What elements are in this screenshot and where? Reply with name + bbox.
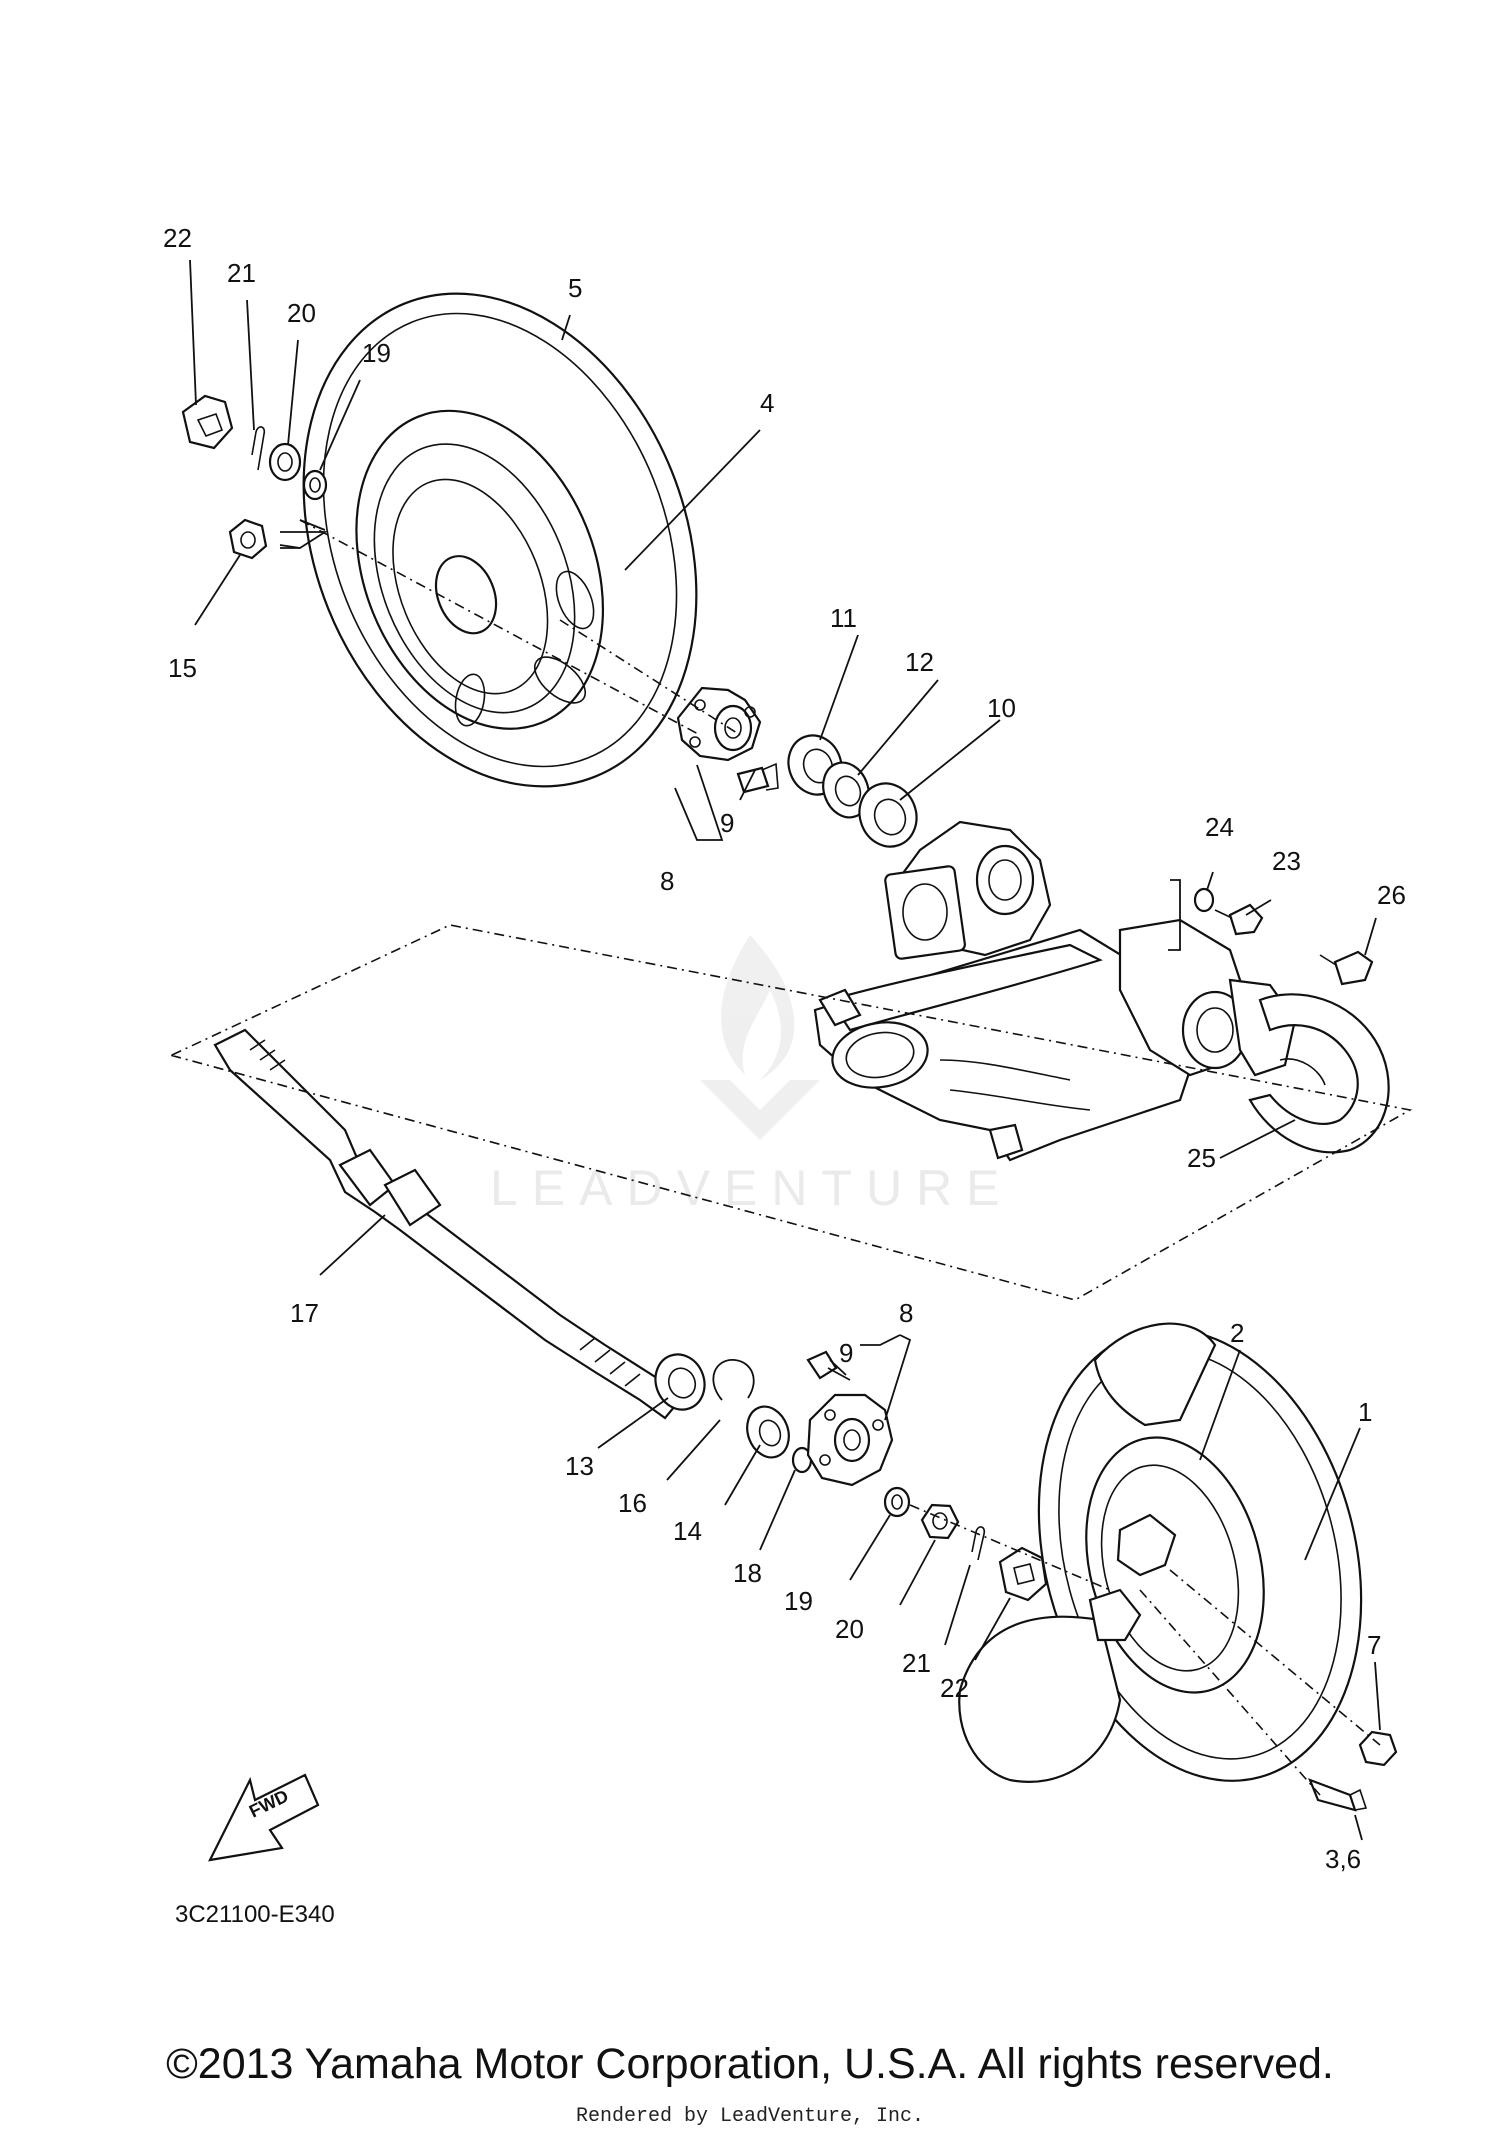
callout-24: 24	[1205, 812, 1234, 842]
seal-14[interactable]	[740, 1401, 795, 1464]
callout-10: 10	[987, 693, 1016, 723]
cotter-pin-21-top[interactable]	[251, 426, 266, 471]
callout-16: 16	[618, 1488, 647, 1518]
copyright-notice: ©2013 Yamaha Motor Corporation, U.S.A. A…	[166, 2040, 1334, 2088]
callout-12: 12	[905, 647, 934, 677]
callout-13: 13	[565, 1451, 594, 1481]
callout-numbers: 22 21 20 19 5 4 15 11 12 10 9 8 24 23 26…	[163, 223, 1406, 1874]
fwd-arrow-icon: FWD	[208, 1773, 320, 1862]
washer-24[interactable]	[1193, 887, 1215, 913]
nut-20-bottom[interactable]	[920, 1503, 960, 1540]
rear-wheel-right[interactable]	[958, 1293, 1409, 1818]
bolt-9-top[interactable]	[736, 762, 779, 794]
bolt-26[interactable]	[1319, 950, 1374, 986]
cotter-pin-21-bottom[interactable]	[971, 1526, 986, 1561]
nut-15[interactable]	[228, 518, 268, 560]
callout-9-top: 9	[720, 808, 734, 838]
callout-2: 2	[1230, 1318, 1244, 1348]
callout-22-top: 22	[163, 223, 192, 253]
callout-17: 17	[290, 1298, 319, 1328]
cap-22-bottom[interactable]	[998, 1546, 1048, 1602]
callout-4: 4	[760, 388, 774, 418]
callout-20-bottom: 20	[835, 1614, 864, 1644]
callout-11: 11	[830, 603, 857, 633]
callout-18: 18	[733, 1558, 762, 1588]
callout-19-top: 19	[362, 338, 391, 368]
hub-8-top[interactable]	[676, 686, 762, 762]
callout-5: 5	[568, 273, 582, 303]
cap-22-top[interactable]	[181, 394, 234, 450]
washer-19-top[interactable]	[302, 469, 328, 501]
callout-9-bottom: 9	[839, 1338, 853, 1368]
hub-8-bottom[interactable]	[806, 1393, 894, 1487]
callout-15: 15	[168, 653, 197, 683]
callout-1: 1	[1358, 1397, 1372, 1427]
callout-21-bottom: 21	[902, 1648, 931, 1678]
callout-19-bottom: 19	[784, 1586, 813, 1616]
callout-22-bottom: 22	[940, 1673, 969, 1703]
callout-8-top: 8	[660, 866, 674, 896]
nut-20-top[interactable]	[268, 442, 302, 482]
rendered-by-notice: Rendered by LeadVenture, Inc.	[575, 2105, 925, 2128]
rear-axle-housing	[813, 820, 1297, 1162]
callout-14: 14	[673, 1516, 702, 1546]
washer-19-bottom[interactable]	[883, 1486, 911, 1518]
callout-26: 26	[1377, 880, 1406, 910]
callout-21-top: 21	[227, 258, 256, 288]
watermark-text: LEADVENTURE	[490, 1160, 1014, 1216]
leader-lines	[189, 259, 1381, 1841]
callout-7: 7	[1367, 1630, 1381, 1660]
shield-25[interactable]	[1248, 993, 1390, 1154]
rear-axle-shaft-17[interactable]	[213, 1028, 682, 1420]
bolt-23[interactable]	[1214, 903, 1264, 936]
callout-23: 23	[1272, 846, 1301, 876]
bearing-13[interactable]	[648, 1347, 712, 1416]
callout-20-top: 20	[287, 298, 316, 328]
nut-7[interactable]	[1358, 1730, 1398, 1767]
callout-8-bottom: 8	[899, 1298, 913, 1328]
bearing-12[interactable]	[816, 756, 876, 824]
watermark: LEADVENTURE	[490, 935, 1014, 1216]
callout-25: 25	[1187, 1143, 1216, 1173]
callout-3-6: 3,6	[1325, 1844, 1361, 1874]
valve-stem-3-6[interactable]	[1308, 1778, 1368, 1812]
bolt-9-bottom[interactable]	[806, 1350, 851, 1381]
diagram-code: 3C21100-E340	[175, 1901, 335, 1928]
centerlines	[169, 519, 1413, 1796]
circlip-16[interactable]	[712, 1359, 755, 1401]
